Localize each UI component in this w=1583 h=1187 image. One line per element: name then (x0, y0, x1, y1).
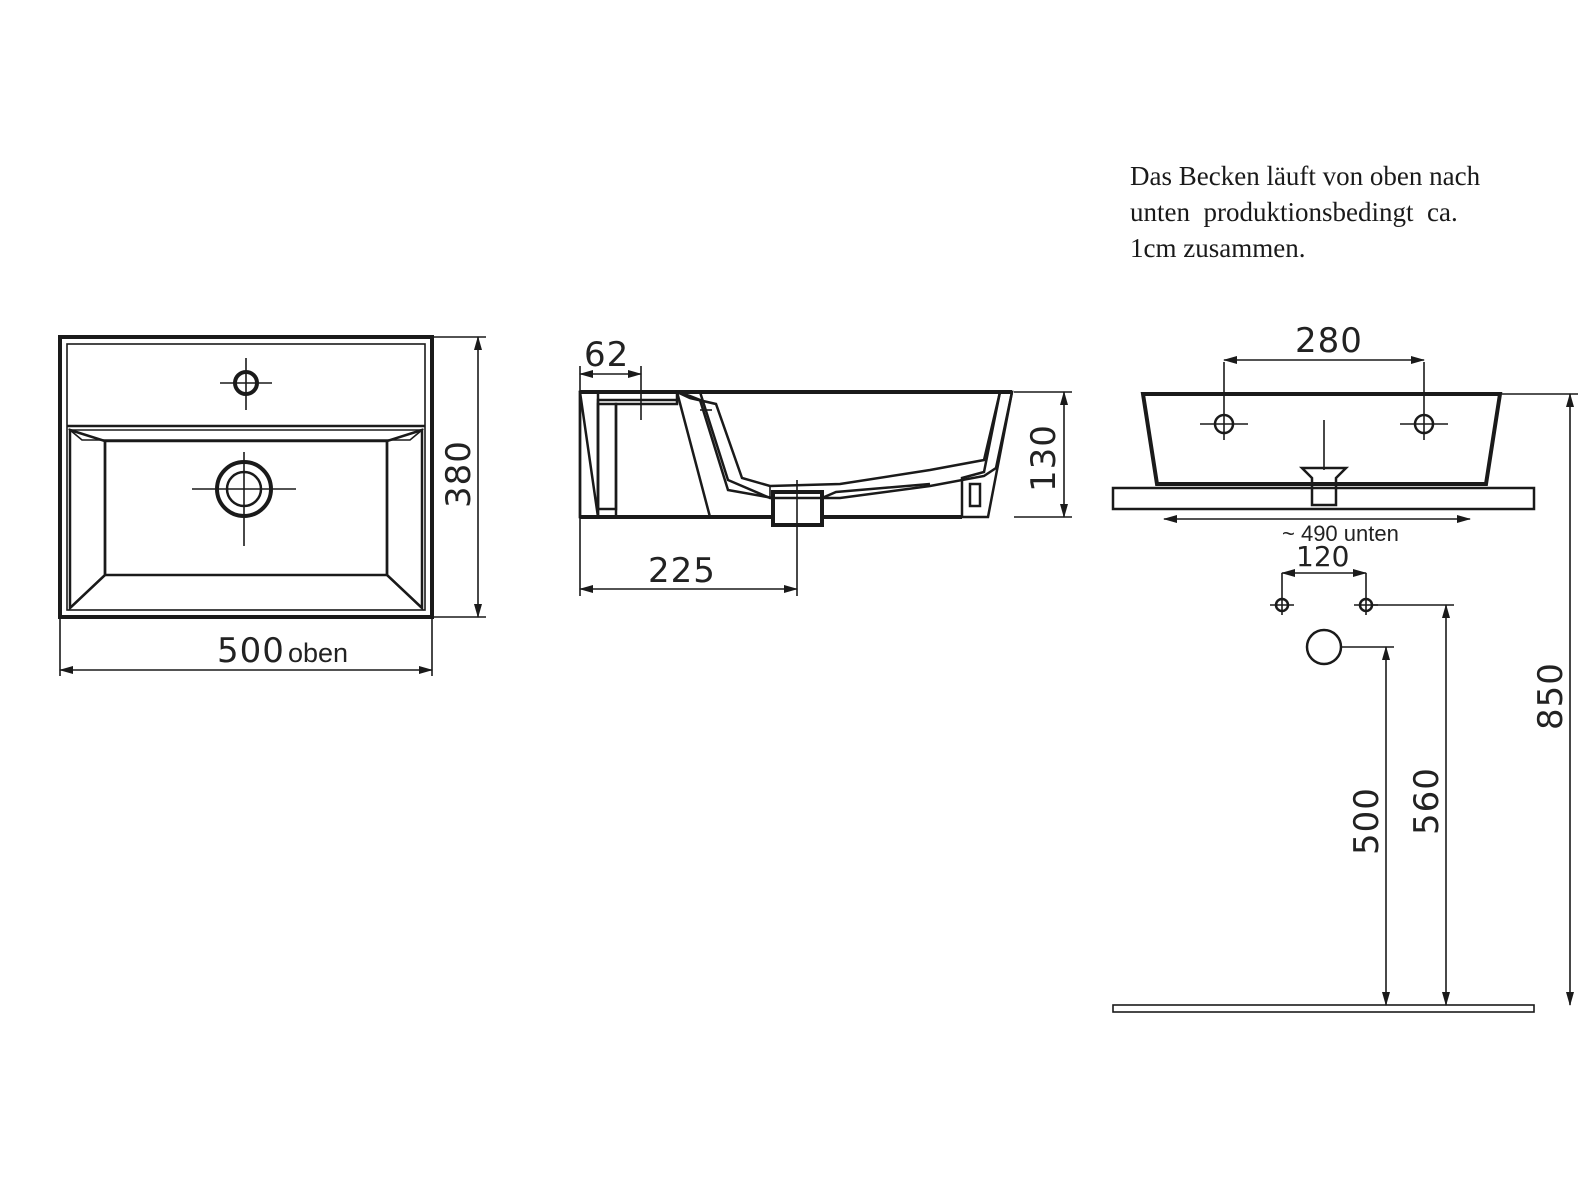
section-back-inner (596, 402, 618, 519)
note-line-1: Das Becken läuft von oben nach (1130, 161, 1481, 191)
bowl-floor (103, 439, 389, 577)
waste-connection-icon (1305, 628, 1343, 666)
countertop (1111, 486, 1536, 511)
note-line-2: unten produktionsbedingt ca. (1130, 197, 1458, 227)
dim-depth-value: 380 (439, 440, 479, 508)
dim-height-value: 130 (1024, 424, 1064, 492)
section-back-wall (578, 390, 679, 519)
dim-waste-height-value: 500 (1347, 787, 1387, 855)
dim-tap-spacing-value: 120 (1296, 540, 1349, 573)
front-view: 280 ~ 490 unten 120 500 560 850 (1111, 321, 1578, 1013)
section-front-skirt (675, 390, 775, 519)
bowl-rim (67, 429, 425, 441)
note-line-3: 1cm zusammen. (1130, 233, 1306, 263)
basin-outline-inner (66, 343, 426, 611)
top-view: 500 oben 380 (58, 335, 486, 676)
basin-outline-outer (58, 335, 434, 619)
tap-hole-left-icon (1200, 362, 1248, 440)
dim-width-suffix: oben (288, 638, 348, 668)
dim-tap-height-value: 560 (1407, 767, 1447, 835)
section-right-wall (960, 390, 1014, 519)
section-view: 62 130 225 (578, 335, 1072, 596)
water-supply-left-icon (1270, 597, 1294, 613)
floor-line (1112, 1004, 1535, 1013)
bowl-corner-br (386, 574, 423, 609)
dim-total-height-value: 850 (1531, 662, 1571, 730)
front-drain-icon (1298, 420, 1350, 507)
front-basin-outline (1140, 392, 1503, 486)
tap-hole-right-icon (1400, 362, 1448, 440)
dim-drain-offset-value: 225 (648, 551, 716, 591)
dim-wall-value: 62 (584, 335, 629, 375)
dim-width-value: 500 (217, 631, 285, 671)
bowl-corner-bl (69, 574, 106, 609)
dim-hole-spacing-value: 280 (1295, 321, 1363, 361)
dim-bottom-width-value: ~ 490 unten (1282, 521, 1399, 546)
tap-hole-icon (220, 358, 272, 410)
drain-icon (192, 452, 296, 546)
production-note: Das Becken läuft von oben nach unten pro… (1130, 158, 1550, 266)
